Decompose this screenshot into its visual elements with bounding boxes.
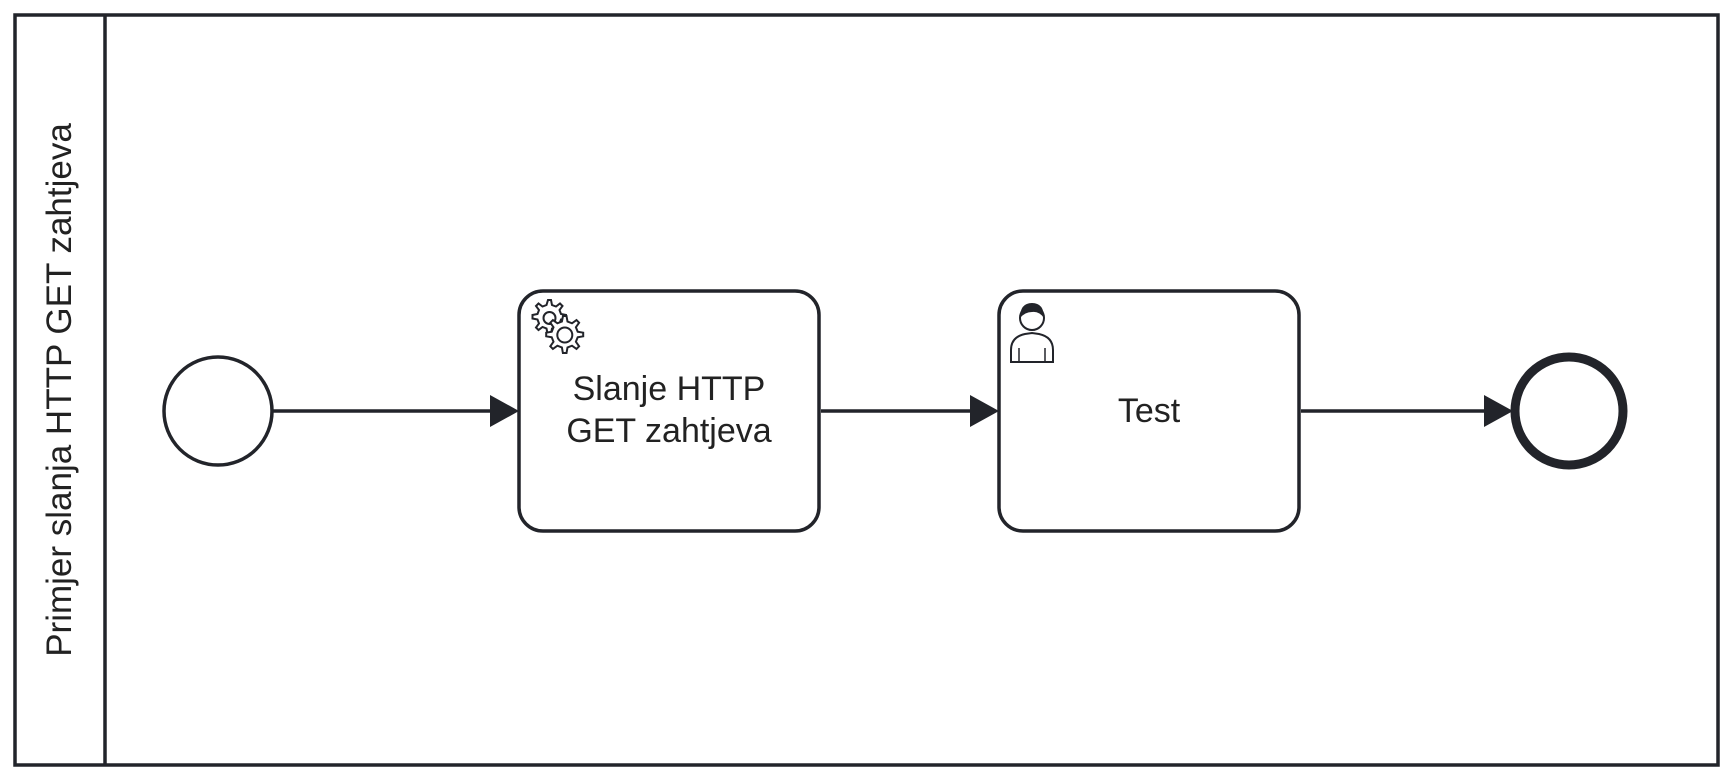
arrowhead-icon — [490, 395, 519, 427]
sequence-flow[interactable] — [821, 395, 999, 427]
end-event[interactable] — [1510, 352, 1628, 470]
service-task-label-line1: Slanje HTTP — [573, 370, 766, 408]
pool[interactable]: Primjer slanja HTTP GET zahtjeva — [13, 13, 1720, 767]
pool-border — [13, 13, 1720, 767]
start-event[interactable] — [162, 355, 274, 467]
arrowhead-icon — [970, 395, 999, 427]
service-task[interactable]: Slanje HTTP GET zahtjeva — [517, 289, 821, 533]
user-task[interactable]: Test — [997, 289, 1301, 533]
arrowhead-icon — [1484, 395, 1513, 427]
service-task-label-line2: GET zahtjeva — [566, 412, 771, 450]
service-task-box — [517, 289, 821, 533]
user-task-box — [997, 289, 1301, 533]
user-task-label: Test — [1118, 392, 1181, 430]
sequence-flow[interactable] — [273, 395, 519, 427]
sequence-flow[interactable] — [1301, 395, 1513, 427]
pool-label: Primjer slanja HTTP GET zahtjeva — [40, 123, 79, 657]
gears-icon — [531, 299, 585, 354]
user-icon — [1010, 303, 1054, 363]
